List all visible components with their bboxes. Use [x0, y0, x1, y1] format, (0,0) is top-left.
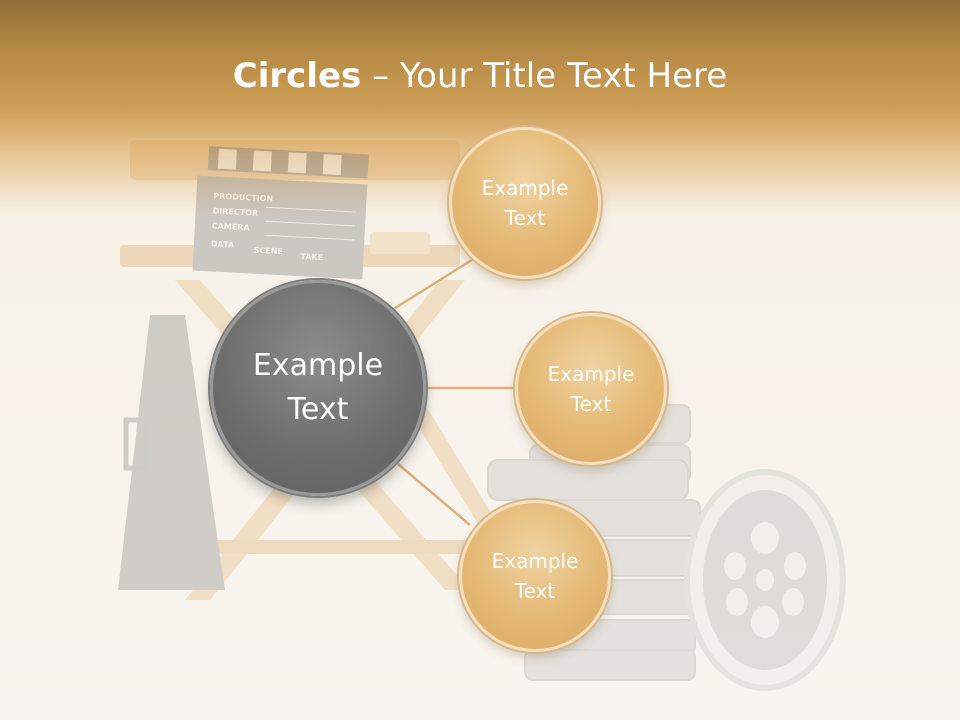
hub-circle[interactable]: Example Text	[210, 280, 426, 496]
clapper-label: DATA	[211, 239, 235, 249]
chair-seat	[120, 245, 460, 267]
node-label-line1: Example	[547, 362, 635, 386]
slide-title: Circles – Your Title Text Here	[0, 52, 960, 100]
title-text: Your Title Text Here	[399, 56, 728, 96]
connector-line	[397, 463, 471, 526]
megaphone-handle	[123, 417, 149, 471]
node-circle-3[interactable]: Example Text	[459, 500, 611, 652]
chair-back	[130, 140, 460, 180]
title-separator: –	[361, 56, 400, 96]
clapper-label: TAKE	[300, 252, 323, 262]
film-reel	[684, 469, 846, 691]
node-label-line2: Text	[504, 206, 546, 230]
hub-label-line1: Example	[252, 348, 384, 383]
node-label-line1: Example	[491, 549, 579, 573]
clapperboard: PRODUCTION DIRECTOR CAMERA DATA SCENE TA…	[192, 146, 369, 280]
node-label-line1: Example	[481, 176, 569, 200]
clapper-label: CAMERA	[212, 221, 251, 232]
node-label-line2: Text	[514, 579, 556, 603]
megaphone	[118, 315, 225, 590]
clapper-label: DIRECTOR	[212, 206, 258, 217]
node-circle-2[interactable]: Example Text	[515, 313, 667, 465]
chair-crossbar	[210, 540, 470, 554]
clapper-label: PRODUCTION	[213, 191, 273, 203]
chair-arm	[370, 232, 430, 254]
connector-line	[391, 256, 476, 312]
hub-label-line2: Text	[287, 392, 349, 427]
clapper-label: SCENE	[253, 246, 283, 257]
node-label-line2: Text	[570, 392, 612, 416]
title-bold: Circles	[232, 56, 362, 96]
node-circle-1[interactable]: Example Text	[449, 127, 601, 279]
